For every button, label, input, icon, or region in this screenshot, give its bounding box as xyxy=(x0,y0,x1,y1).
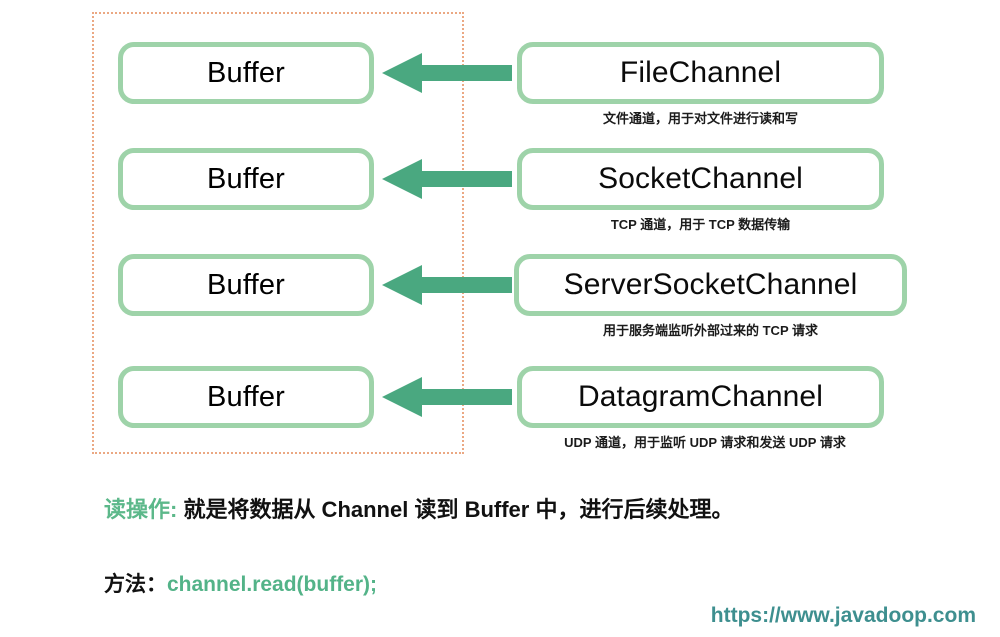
channel-box-socketchannel[interactable]: SocketChannel xyxy=(517,148,884,210)
method-note: 方法：channel.read(buffer); xyxy=(104,572,377,597)
read-operation-note: 读操作: 就是将数据从 Channel 读到 Buffer 中，进行后续处理。 xyxy=(104,497,733,523)
buffer-box[interactable]: Buffer xyxy=(118,366,374,428)
arrow-left-icon xyxy=(382,375,512,419)
channel-box-datagramchannel[interactable]: DatagramChannel xyxy=(517,366,884,428)
buffer-label: Buffer xyxy=(206,268,286,301)
channel-box-serversocketchannel[interactable]: ServerSocketChannel xyxy=(514,254,907,316)
buffer-box[interactable]: Buffer xyxy=(118,148,374,210)
buffer-box[interactable]: Buffer xyxy=(118,42,374,104)
read-operation-text: 就是将数据从 Channel 读到 Buffer 中，进行后续处理。 xyxy=(177,497,734,522)
buffer-label: Buffer xyxy=(206,56,286,89)
method-code: channel.read(buffer); xyxy=(167,573,378,596)
channel-caption: UDP 通道，用于监听 UDP 请求和发送 UDP 请求 xyxy=(564,435,846,450)
buffer-box[interactable]: Buffer xyxy=(118,254,374,316)
channel-box-filechannel[interactable]: FileChannel xyxy=(517,42,884,104)
channel-label: ServerSocketChannel xyxy=(563,268,858,301)
buffer-label: Buffer xyxy=(206,162,286,195)
buffer-label: Buffer xyxy=(206,380,286,413)
method-label: 方法： xyxy=(104,573,167,596)
channel-caption: 文件通道，用于对文件进行读和写 xyxy=(602,111,798,126)
channel-label: DatagramChannel xyxy=(578,380,823,413)
channel-label: FileChannel xyxy=(619,56,782,89)
arrow-left-icon xyxy=(382,51,512,95)
arrow-left-icon xyxy=(382,263,512,307)
buffer-group-container xyxy=(92,12,464,454)
channel-caption: TCP 通道，用于 TCP 数据传输 xyxy=(610,217,791,232)
channel-label: SocketChannel xyxy=(598,162,803,195)
site-url[interactable]: https://www.javadoop.com xyxy=(710,604,976,627)
channel-caption: 用于服务端监听外部过来的 TCP 请求 xyxy=(603,323,818,338)
read-operation-label: 读操作: xyxy=(104,497,178,522)
arrow-left-icon xyxy=(382,157,512,201)
